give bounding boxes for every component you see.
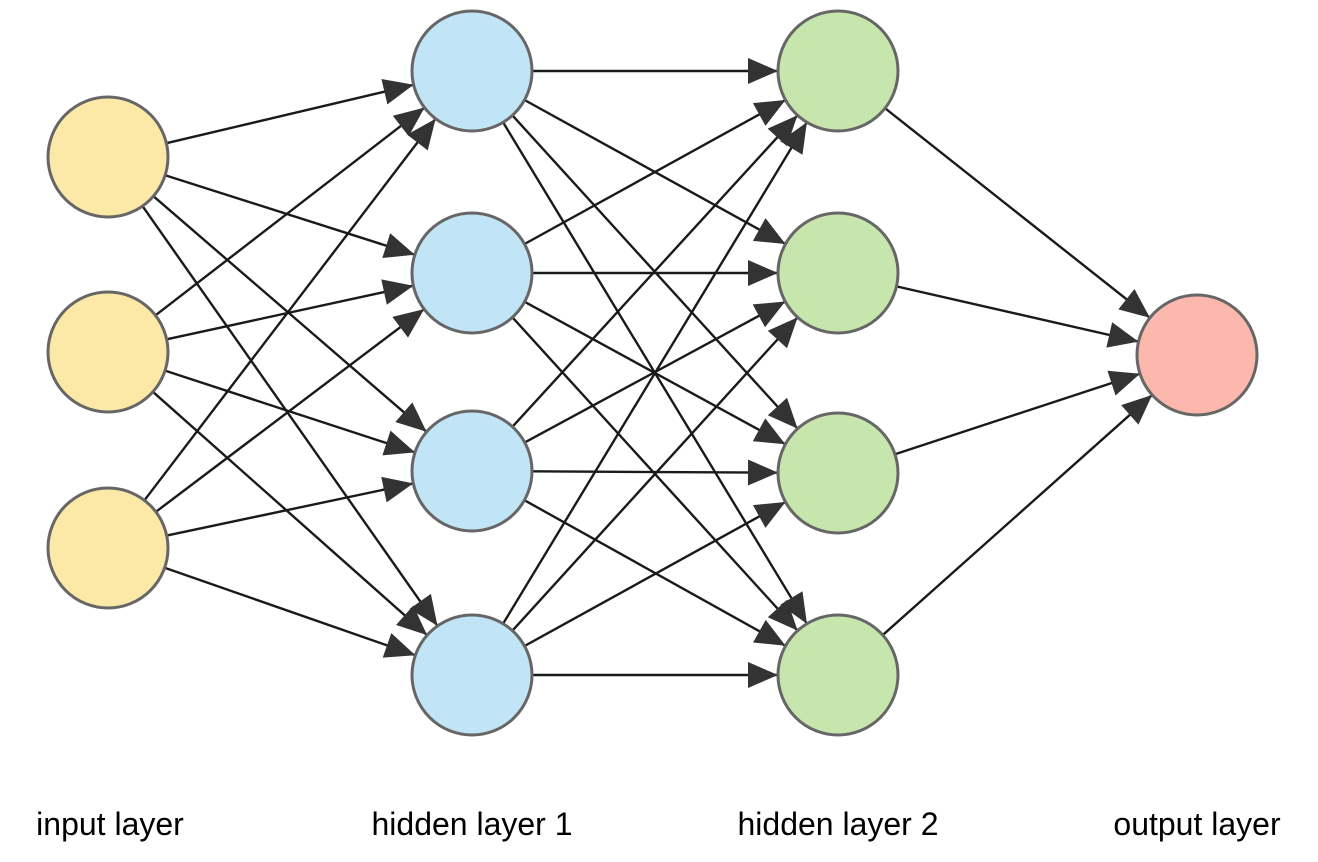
arrowhead-icon <box>767 317 798 349</box>
arrowhead-icon <box>1121 394 1153 425</box>
connection-edge <box>154 106 426 317</box>
arrowhead-icon <box>767 599 798 631</box>
neuron-node-input-2[interactable] <box>46 290 170 414</box>
connection-edge <box>511 114 799 428</box>
arrowhead-icon <box>381 476 414 503</box>
neuron-node-hidden1-2[interactable] <box>410 211 534 335</box>
arrowhead-icon <box>752 501 786 528</box>
arrowhead-icon <box>381 79 414 105</box>
arrowhead-icon <box>747 459 778 486</box>
arrowhead-icon <box>767 115 798 147</box>
connection-edge <box>164 174 416 256</box>
arrowhead-icon <box>748 260 778 286</box>
neuron-node-hidden1-1[interactable] <box>410 9 534 133</box>
arrowhead-icon <box>382 633 416 658</box>
arrowhead-icon <box>382 233 415 259</box>
arrowhead-icon <box>396 605 428 636</box>
arrowhead-icon <box>767 397 798 429</box>
connection-edge <box>523 500 787 648</box>
neuron-node-input-1[interactable] <box>46 95 170 219</box>
neuron-node-hidden2-2[interactable] <box>776 211 900 335</box>
neuron-node-hidden1-3[interactable] <box>410 409 534 533</box>
connection-edge <box>166 482 414 537</box>
edges-group <box>141 69 1154 677</box>
connection-edge <box>511 316 799 632</box>
arrowhead-icon <box>752 218 786 245</box>
neuron-node-input-3[interactable] <box>46 486 170 610</box>
connection-edge <box>502 121 808 625</box>
arrowhead-icon <box>780 591 807 624</box>
arrowhead-icon <box>780 122 807 155</box>
arrowhead-icon <box>752 301 786 328</box>
arrowhead-icon <box>748 58 778 84</box>
connection-edge <box>523 98 787 246</box>
neuron-node-hidden2-4[interactable] <box>776 613 900 737</box>
layer-label-hidden2: hidden layer 2 <box>737 806 938 842</box>
connection-edge <box>896 285 1139 343</box>
connection-edge <box>164 566 416 657</box>
connection-edge <box>155 308 425 513</box>
arrowhead-icon <box>1106 322 1139 348</box>
connection-edge <box>881 394 1154 636</box>
connection-edge <box>152 390 428 637</box>
connection-edge <box>152 195 428 433</box>
neuron-node-hidden2-1[interactable] <box>776 9 900 133</box>
arrowhead-icon <box>381 279 414 305</box>
arrowhead-icon <box>752 418 786 445</box>
arrowhead-icon <box>382 430 415 456</box>
layer-label-hidden1: hidden layer 1 <box>371 806 572 842</box>
neuron-node-hidden1-4[interactable] <box>410 613 534 737</box>
arrowhead-icon <box>1118 288 1150 318</box>
layer-label-output: output layer <box>1113 806 1281 842</box>
arrowhead-icon <box>392 107 425 137</box>
nodes-group <box>46 9 1259 737</box>
arrowhead-icon <box>753 619 786 646</box>
arrowhead-icon <box>395 402 427 432</box>
connection-edge <box>531 470 779 474</box>
arrowhead-icon <box>752 99 786 126</box>
neuron-node-hidden2-3[interactable] <box>776 411 900 535</box>
connection-edge <box>166 83 414 145</box>
connection-edge <box>894 372 1141 456</box>
connection-edge <box>166 284 414 341</box>
arrowhead-icon <box>1107 370 1140 396</box>
layer-labels-group: input layer hidden layer 1 hidden layer 2 o… <box>36 806 1281 842</box>
layer-label-input: input layer <box>36 806 184 842</box>
connection-edge <box>143 117 437 502</box>
arrowhead-icon <box>409 593 438 626</box>
connection-edge <box>141 205 439 627</box>
arrowhead-icon <box>407 118 436 151</box>
arrowheads-group <box>381 58 1153 688</box>
arrowhead-icon <box>392 309 425 338</box>
arrowhead-icon <box>748 662 778 688</box>
neuron-node-output-1[interactable] <box>1135 293 1259 417</box>
connection-edge <box>884 107 1151 319</box>
